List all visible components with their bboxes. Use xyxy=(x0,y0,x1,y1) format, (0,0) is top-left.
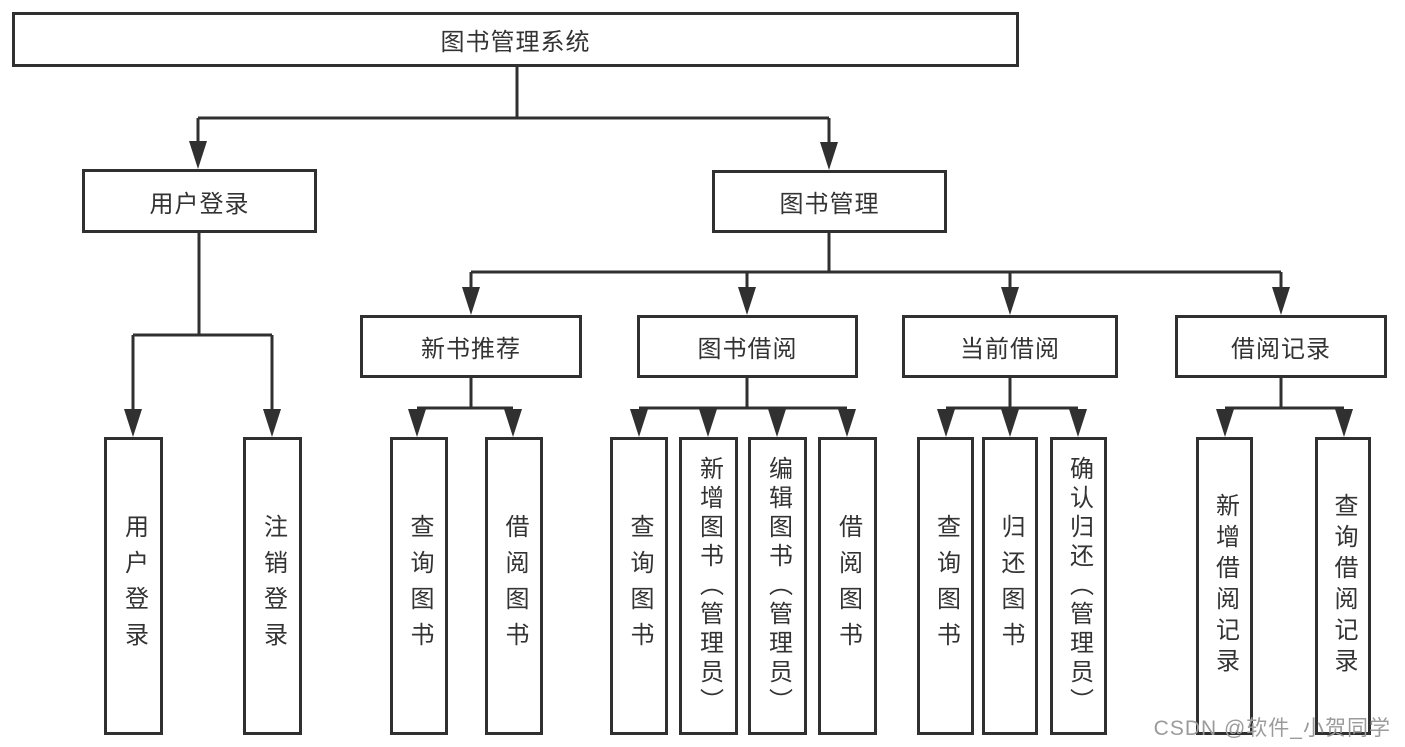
leaf-label: 确认归还（管理员） xyxy=(1065,455,1093,717)
leaf-logout: 注销登录 xyxy=(243,437,302,735)
leaf-query-books-current: 查询图书 xyxy=(917,437,974,735)
node-borrow-records: 借阅记录 xyxy=(1175,315,1387,378)
node-current-borrow: 当前借阅 xyxy=(902,315,1118,378)
leaf-label: 归还图书 xyxy=(997,514,1024,658)
leaf-borrow-books-borrow: 借阅图书 xyxy=(818,437,877,735)
leaf-return-books: 归还图书 xyxy=(982,437,1038,735)
leaf-label: 查询图书 xyxy=(406,514,433,658)
leaf-label: 查询借阅记录 xyxy=(1330,493,1357,679)
leaf-confirm-return-admin: 确认归还（管理员） xyxy=(1050,437,1107,735)
node-new-book-recommend: 新书推荐 xyxy=(360,315,582,378)
watermark: CSDN @软件_小贺同学 xyxy=(1153,717,1391,740)
leaf-query-borrow-record: 查询借阅记录 xyxy=(1315,437,1371,735)
node-book-management-group: 图书管理 xyxy=(712,170,947,233)
leaf-label: 借阅图书 xyxy=(501,514,528,658)
node-user-login-group: 用户登录 xyxy=(82,169,317,233)
leaf-label: 新增借阅记录 xyxy=(1211,493,1239,679)
leaf-edit-books-admin: 编辑图书（管理员） xyxy=(748,437,807,735)
node-book-borrow: 图书借阅 xyxy=(637,315,858,378)
leaf-query-books-newbook: 查询图书 xyxy=(390,437,448,735)
leaf-label: 查询图书 xyxy=(626,514,653,658)
leaf-label: 用户登录 xyxy=(120,514,148,658)
arrowheads xyxy=(124,141,1353,437)
leaf-label: 注销登录 xyxy=(259,514,287,658)
leaf-borrow-books-newbook: 借阅图书 xyxy=(485,437,543,735)
leaf-user-login: 用户登录 xyxy=(104,437,163,735)
leaf-label: 新增图书（管理员） xyxy=(695,455,723,717)
node-root: 图书管理系统 xyxy=(12,12,1019,67)
leaf-add-borrow-record: 新增借阅记录 xyxy=(1196,437,1253,735)
leaf-label: 借阅图书 xyxy=(834,514,862,658)
leaf-query-books-borrow: 查询图书 xyxy=(610,437,668,735)
leaf-label: 编辑图书（管理员） xyxy=(764,455,792,717)
leaf-label: 查询图书 xyxy=(932,514,960,658)
leaf-add-books-admin: 新增图书（管理员） xyxy=(679,437,738,735)
